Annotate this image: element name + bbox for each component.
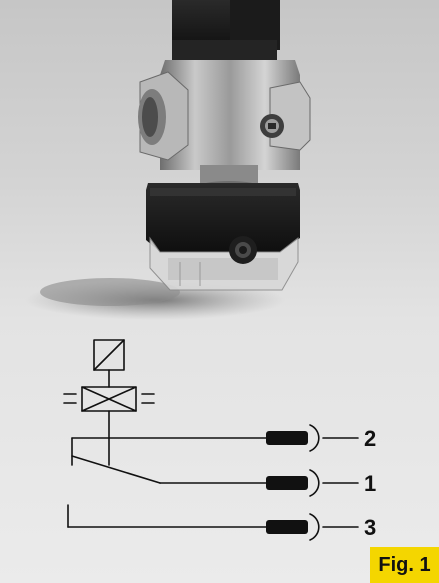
switch-blade: [71, 455, 161, 484]
terminal-label-1: 1: [364, 471, 377, 496]
coil-diagonal: [93, 339, 125, 371]
figure-caption: Fig. 1: [370, 547, 439, 583]
valve-symbol: [81, 386, 137, 400]
terminal-label-3: 3: [364, 515, 377, 540]
connector-plug-1: [266, 476, 308, 490]
terminal-label-2: 2: [364, 426, 377, 451]
gas-valve-photo: [25, 0, 311, 320]
connector-plug-3: [266, 520, 308, 534]
connector-plug-2: [266, 431, 308, 445]
